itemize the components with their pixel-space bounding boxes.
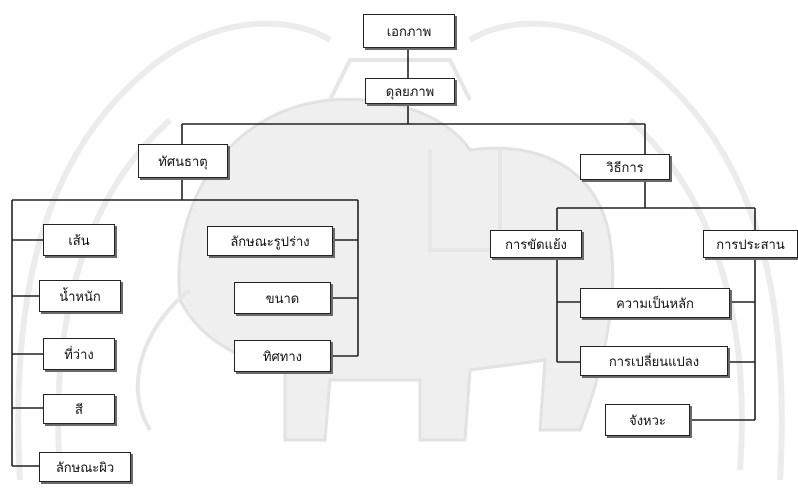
node-dominance: ความเป็นหลัก	[580, 288, 730, 318]
node-contrast: การขัดแย้ง	[490, 230, 582, 258]
node-line: เส้น	[43, 224, 115, 256]
watermark-howdah	[328, 58, 472, 101]
watermark-right-flourish	[468, 20, 785, 481]
node-direction: ทิศทาง	[234, 340, 331, 372]
watermark-trunk	[135, 288, 192, 432]
watermark-cloth	[428, 150, 502, 252]
node-weight: น้ำหนัก	[39, 280, 121, 312]
node-rhythm: จังหวะ	[605, 404, 690, 436]
node-root: เอกภาพ	[363, 14, 455, 48]
node-texture: ลักษณะผิว	[39, 452, 131, 482]
node-elements: ทัศนธาตุ	[138, 144, 228, 178]
node-harmony: การประสาน	[703, 230, 798, 258]
node-space: ที่ว่าง	[43, 338, 115, 370]
node-transition: การเปลี่ยนแปลง	[580, 346, 728, 376]
node-methods: วิธีการ	[580, 154, 670, 180]
node-principles: ดุลยภาพ	[365, 78, 455, 104]
node-size: ขนาด	[234, 282, 331, 314]
watermark-left-flourish	[15, 20, 332, 481]
node-color: สี	[43, 394, 115, 424]
node-shape-form: ลักษณะรูปร่าง	[207, 226, 333, 256]
